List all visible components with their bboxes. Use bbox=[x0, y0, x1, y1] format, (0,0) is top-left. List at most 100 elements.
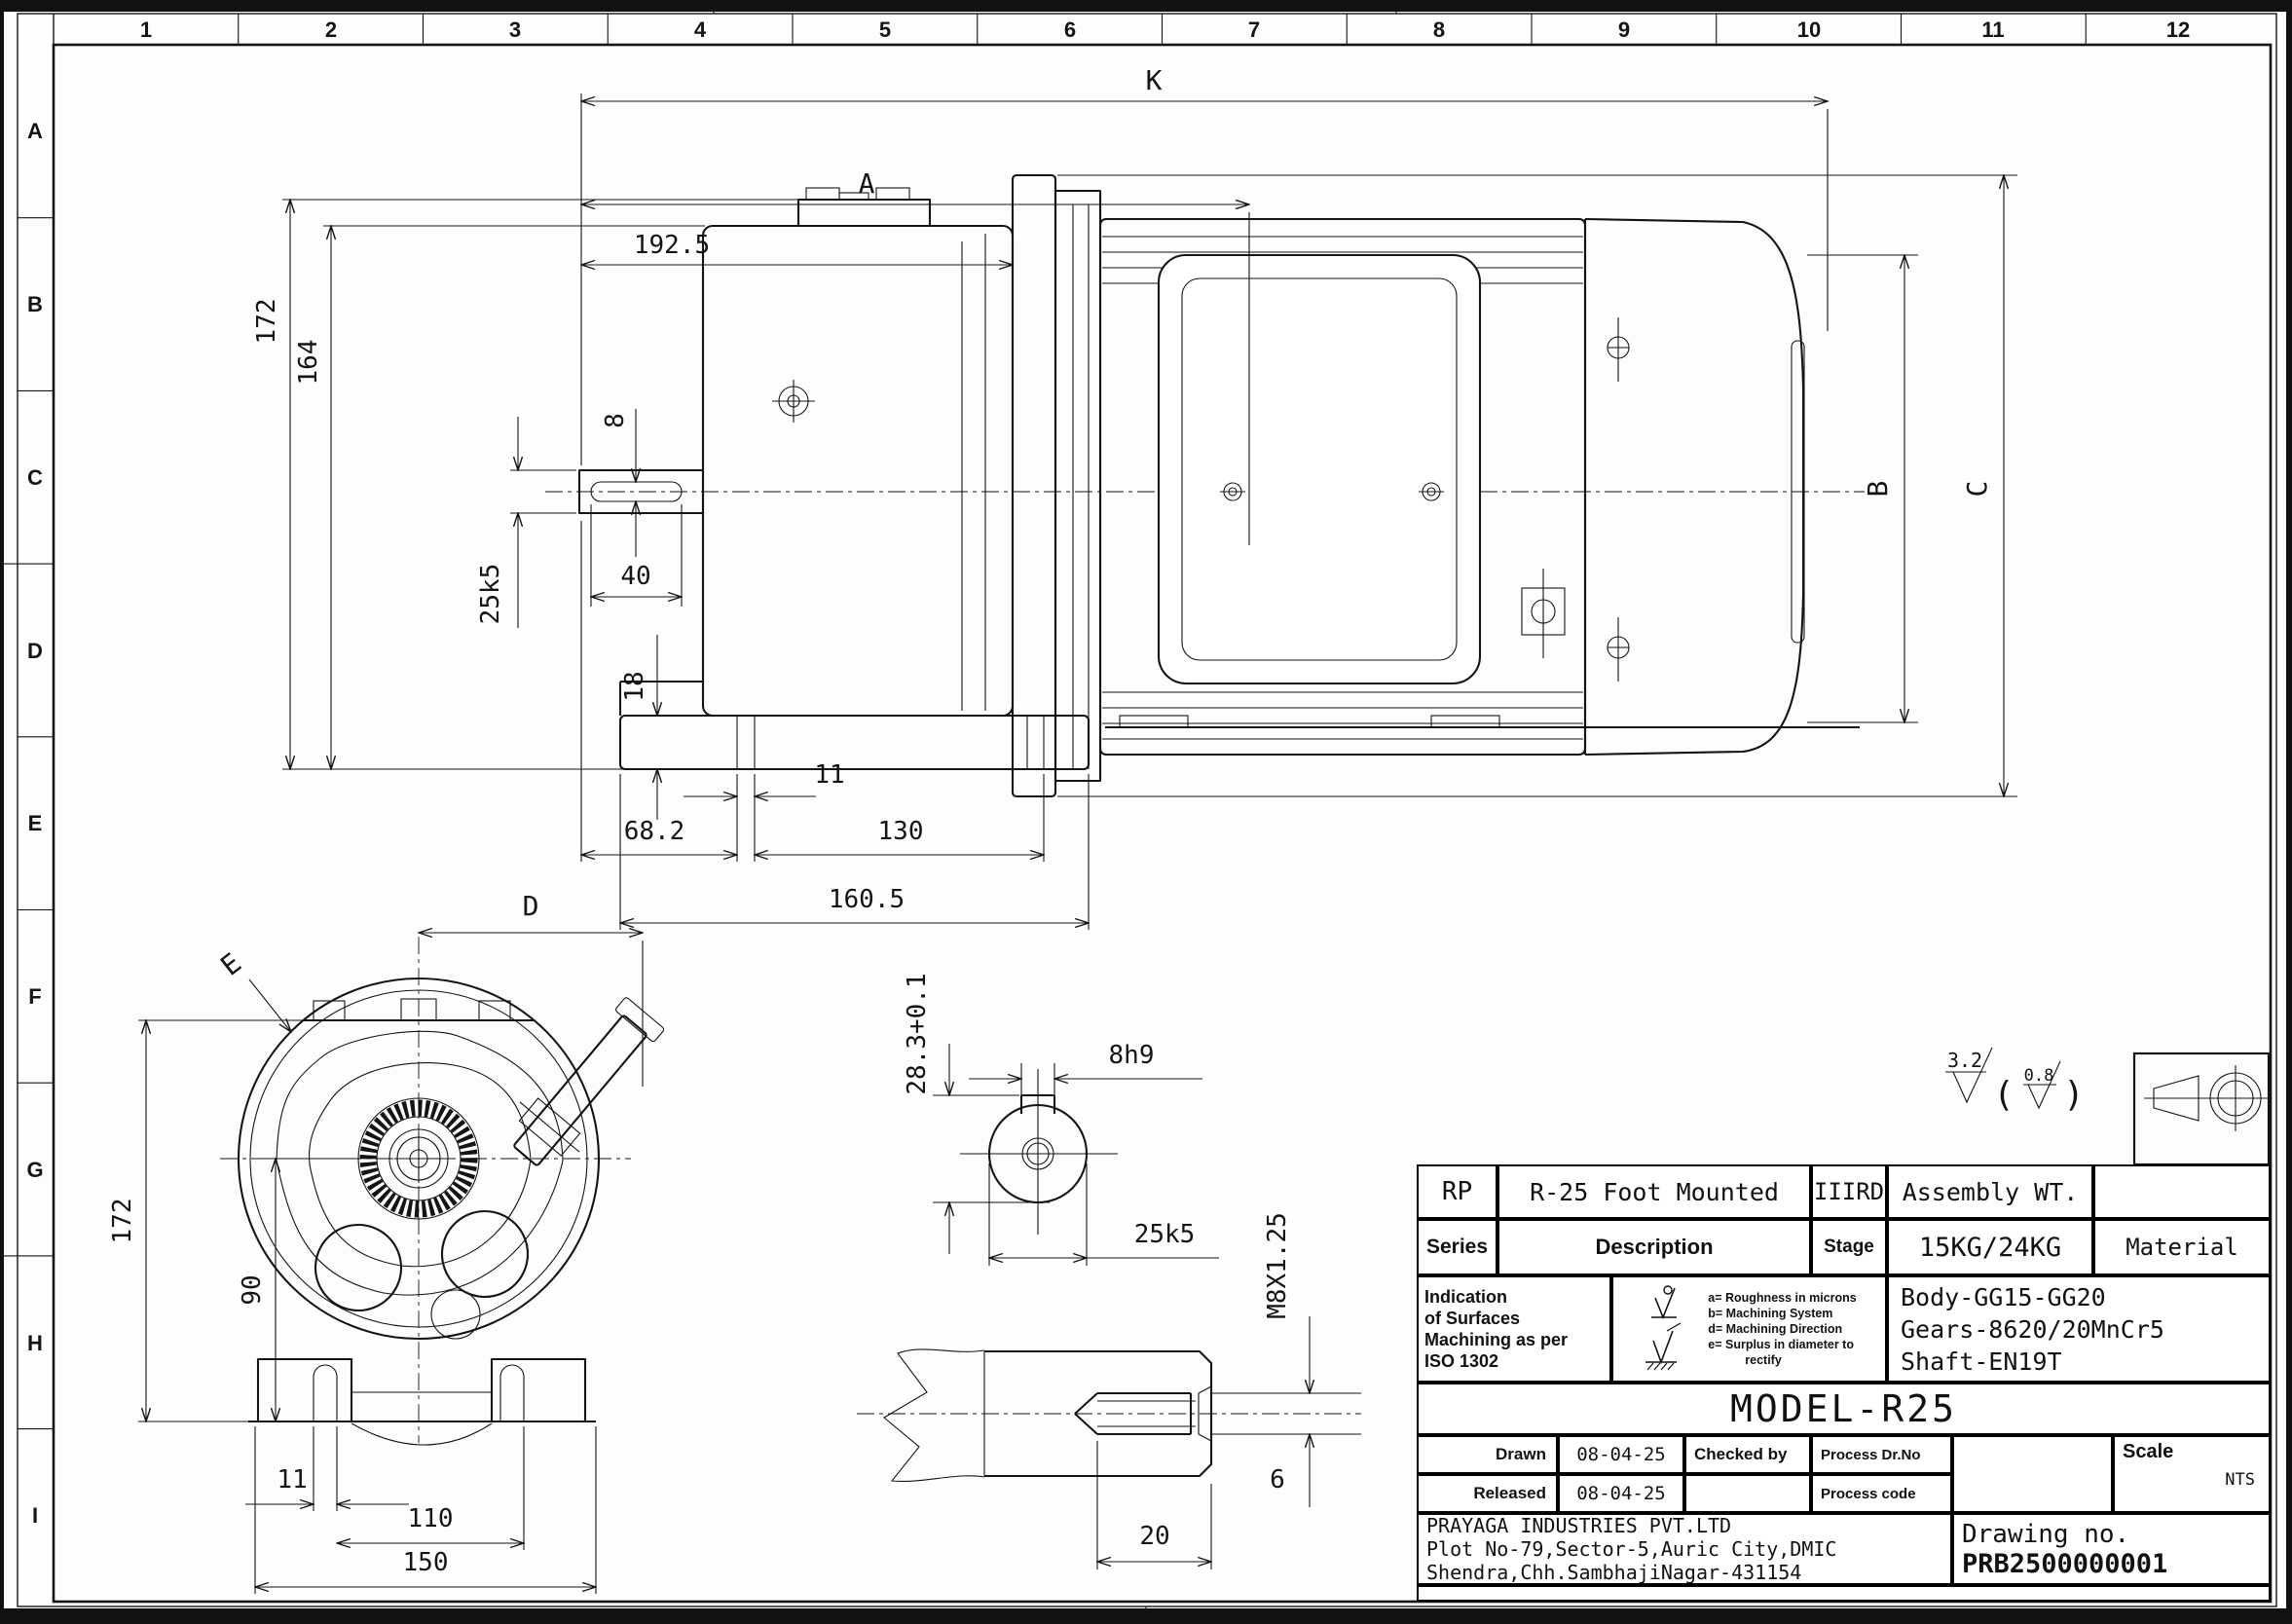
stage-value-cell: IIIRD bbox=[1811, 1164, 1887, 1219]
dim-shaft-dia: 25k5 bbox=[476, 564, 505, 625]
checked-by-cell: Checked by bbox=[1684, 1435, 1811, 1474]
grid-row-label: A bbox=[27, 119, 43, 143]
shaft-end-view: M8X1.25 6 20 bbox=[857, 1212, 1361, 1569]
scale-value: NTS bbox=[2225, 1470, 2255, 1490]
dim-section-dia: 25k5 bbox=[1134, 1220, 1196, 1249]
roughness-main-value: 3.2 bbox=[1947, 1049, 1982, 1072]
grid-col-label: 10 bbox=[1797, 18, 1821, 42]
grid-labels: 1 2 3 4 5 6 7 8 9 10 11 12 A B C D E F G… bbox=[26, 18, 2190, 1528]
description-value-cell: R-25 Foot Mounted bbox=[1497, 1164, 1811, 1219]
drawn-date-cell: 08-04-25 bbox=[1558, 1435, 1684, 1474]
grid-col-label: 2 bbox=[325, 18, 337, 42]
grid-col-label: 6 bbox=[1064, 18, 1076, 42]
dim-front-11: 11 bbox=[277, 1465, 307, 1495]
key-section-view: 28.3+0.1 8h9 25k5 bbox=[903, 973, 1219, 1266]
surface-note-line: Indication bbox=[1424, 1287, 1507, 1307]
drawn-label-cell: Drawn bbox=[1417, 1435, 1558, 1474]
front-view-dimensions: D E 172 90 11 110 150 bbox=[108, 890, 643, 1594]
grid-row-label: F bbox=[28, 984, 41, 1009]
sheet-edge-left bbox=[0, 0, 4, 1624]
surface-legend-line: e= Surplus in diameter to bbox=[1708, 1338, 1854, 1351]
paren-open: ( bbox=[1993, 1075, 2015, 1115]
dim-192-5: 192.5 bbox=[634, 231, 710, 260]
scale-label: Scale bbox=[2123, 1441, 2174, 1462]
dim-a: A bbox=[859, 167, 875, 200]
dim-key-length: 40 bbox=[620, 562, 650, 591]
process-blank-cell bbox=[1952, 1435, 2113, 1513]
surface-note-line: of Surfaces bbox=[1424, 1309, 1521, 1328]
dim-overall-length: K bbox=[1146, 64, 1163, 96]
assembly-wt-label-cell: Assembly WT. bbox=[1887, 1164, 2093, 1219]
dim-164: 164 bbox=[294, 340, 323, 386]
assembly-wt-value-cell: 15KG/24KG bbox=[1887, 1219, 2093, 1275]
series-label-cell: Series bbox=[1417, 1219, 1497, 1275]
dim-front-150: 150 bbox=[403, 1548, 449, 1577]
surface-indication-cell: Indication of Surfaces Machining as per … bbox=[1417, 1275, 1611, 1383]
scale-cell: Scale NTS bbox=[2113, 1435, 2271, 1513]
dim-160-5: 160.5 bbox=[829, 885, 905, 914]
grid-col-label: 1 bbox=[140, 18, 152, 42]
surface-legend-line: b= Machining System bbox=[1708, 1307, 1833, 1320]
surface-note-line: ISO 1302 bbox=[1424, 1351, 1499, 1371]
surface-legend-line: rectify bbox=[1745, 1353, 1782, 1367]
company-line: Plot No-79,Sector-5,Auric City,DMIC bbox=[1426, 1537, 1837, 1561]
materials-cell: Body-GG15-GG20 Gears-8620/20MnCr5 Shaft-… bbox=[1887, 1275, 2271, 1383]
assembly-wt-blank-cell bbox=[2093, 1164, 2271, 1219]
grid-col-label: 9 bbox=[1618, 18, 1630, 42]
material-label-cell: Material bbox=[2093, 1219, 2271, 1275]
process-code-cell: Process code bbox=[1811, 1474, 1952, 1513]
material-line: Shaft-EN19T bbox=[1901, 1347, 2062, 1376]
title-block-footer-strip bbox=[1417, 1585, 2271, 1602]
stage-label-cell: Stage bbox=[1811, 1219, 1887, 1275]
drawing-no-label: Drawing no. bbox=[1962, 1519, 2130, 1549]
grid-col-label: 3 bbox=[509, 18, 521, 42]
surface-finish-note: 3.2 ( 0.8 ) bbox=[1945, 1047, 2085, 1115]
dim-thread: M8X1.25 bbox=[1263, 1212, 1292, 1319]
material-line: Body-GG15-GG20 bbox=[1901, 1282, 2106, 1311]
drawing-no-cell: Drawing no. PRB2500000001 bbox=[1952, 1513, 2271, 1585]
dim-d: D bbox=[523, 890, 539, 922]
grid-col-label: 8 bbox=[1433, 18, 1445, 42]
surface-note-line: Machining as per bbox=[1424, 1330, 1569, 1349]
front-view-geometry bbox=[220, 937, 665, 1446]
company-line: PRAYAGA INDUSTRIES PVT.LTD bbox=[1426, 1514, 1732, 1537]
description-label-cell: Description bbox=[1497, 1219, 1811, 1275]
dim-b: B bbox=[1862, 481, 1894, 498]
grid-col-label: 11 bbox=[1981, 18, 2004, 42]
dim-6: 6 bbox=[1270, 1465, 1285, 1495]
dim-68-2: 68.2 bbox=[624, 817, 685, 846]
grid-row-label: G bbox=[26, 1158, 43, 1182]
grid-row-label: B bbox=[27, 292, 43, 316]
released-date-cell: 08-04-25 bbox=[1558, 1474, 1684, 1513]
dim-front-90: 90 bbox=[238, 1274, 267, 1305]
checked-date-blank-cell bbox=[1684, 1474, 1811, 1513]
dim-172: 172 bbox=[252, 299, 281, 345]
company-cell: PRAYAGA INDUSTRIES PVT.LTD Plot No-79,Se… bbox=[1417, 1513, 1952, 1585]
dim-e: E bbox=[214, 946, 247, 981]
dim-20: 20 bbox=[1139, 1522, 1169, 1551]
dim-key-width: 8 bbox=[601, 413, 630, 428]
paren-close: ) bbox=[2063, 1075, 2085, 1115]
material-line: Gears-8620/20MnCr5 bbox=[1901, 1314, 2164, 1344]
dim-130: 130 bbox=[878, 817, 924, 846]
grid-row-label: H bbox=[27, 1331, 43, 1355]
dim-keyway-width: 8h9 bbox=[1109, 1041, 1155, 1070]
side-view-geometry bbox=[545, 173, 1865, 798]
company-line: Shendra,Chh.SambhajiNagar-431154 bbox=[1426, 1561, 1802, 1584]
sheet-edge-top bbox=[0, 0, 2292, 12]
surface-legend-line: a= Roughness in microns bbox=[1708, 1291, 1857, 1305]
grid-col-label: 12 bbox=[2166, 18, 2190, 42]
grid-col-label: 4 bbox=[694, 18, 707, 42]
process-drno-cell: Process Dr.No bbox=[1811, 1435, 1952, 1474]
surface-legend-line: d= Machining Direction bbox=[1708, 1322, 1843, 1336]
dim-front-110: 110 bbox=[408, 1504, 454, 1533]
surface-symbol-cell: a= Roughness in microns b= Machining Sys… bbox=[1611, 1275, 1887, 1383]
grid-col-label: 5 bbox=[879, 18, 891, 42]
released-label-cell: Released bbox=[1417, 1474, 1558, 1513]
grid-row-label: I bbox=[32, 1503, 38, 1528]
series-code-cell: RP bbox=[1417, 1164, 1497, 1219]
grid-row-label: E bbox=[28, 811, 43, 835]
